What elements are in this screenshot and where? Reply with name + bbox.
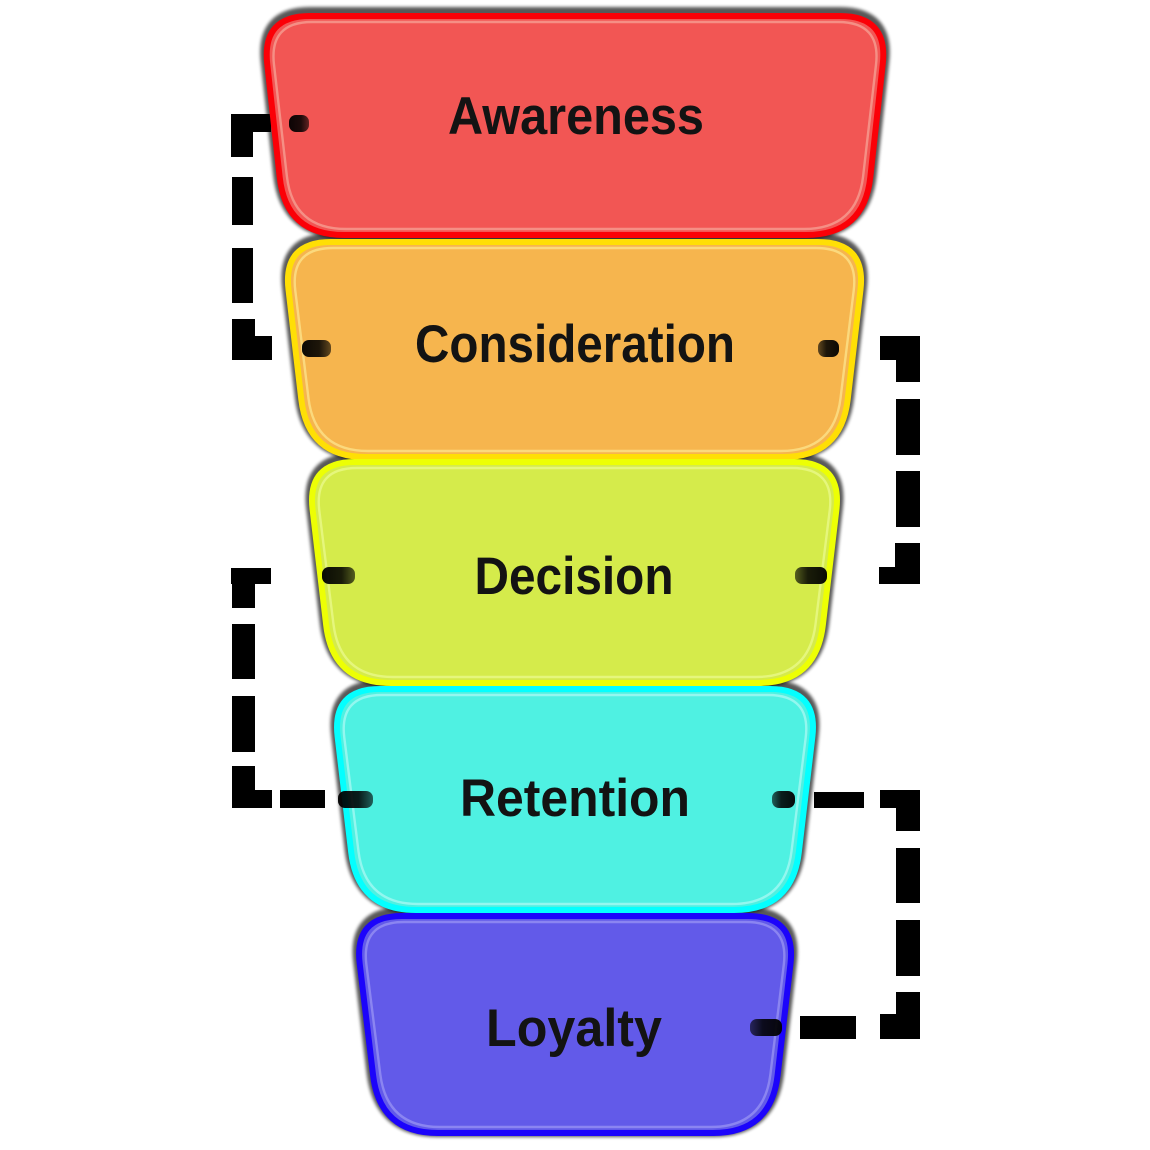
svg-text:Loyalty: Loyalty: [486, 999, 662, 1058]
svg-text:Retention: Retention: [460, 769, 690, 828]
svg-text:Awareness: Awareness: [448, 87, 704, 146]
svg-text:Decision: Decision: [475, 547, 674, 606]
svg-text:Consideration: Consideration: [415, 315, 735, 374]
